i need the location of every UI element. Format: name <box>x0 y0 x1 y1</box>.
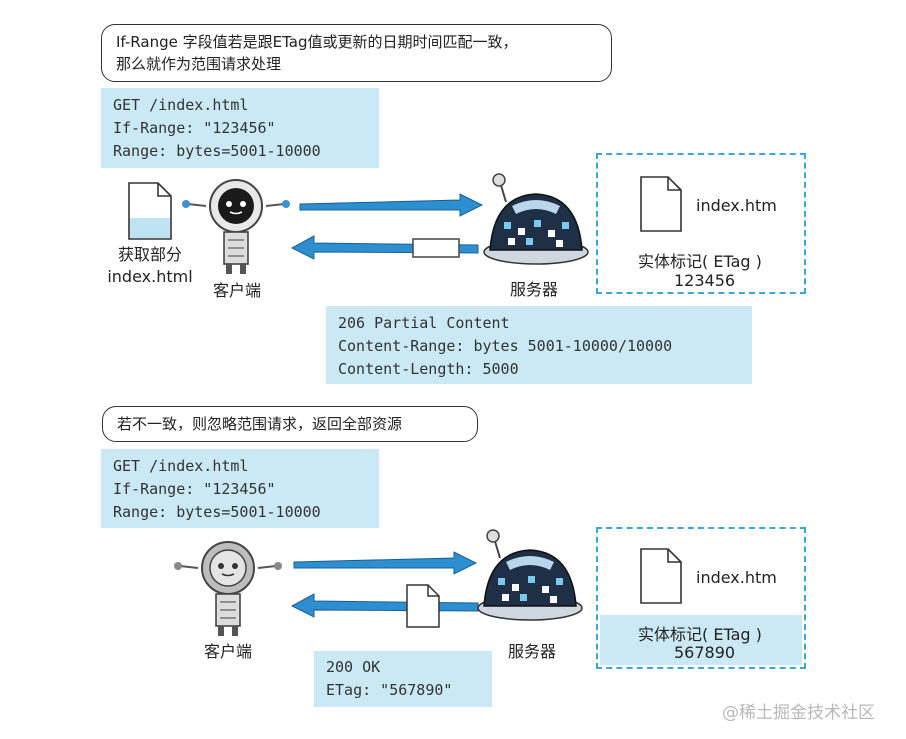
etag-highlight <box>600 615 802 665</box>
note-line: 若不一致，则忽略范围请求，返回全部资源 <box>117 415 403 433</box>
etag-label: 实体标记( ETag ) <box>638 252 762 271</box>
request-arrow <box>299 193 484 217</box>
server-label: 服务器 <box>510 280 559 299</box>
request-box-1: GET /index.html If-Range: "123456" Range… <box>101 88 379 168</box>
request-line: GET /index.html <box>113 457 249 475</box>
response-arrow <box>290 593 479 618</box>
request-line: Range: bytes=5001-10000 <box>113 503 321 521</box>
response-line: Content-Range: bytes 5001-10000/10000 <box>338 337 673 355</box>
partial-file-label-line: index.html <box>107 267 193 286</box>
file-icon <box>640 548 682 604</box>
request-arrow <box>293 551 478 575</box>
server-file-name: index.htm <box>696 196 777 215</box>
server-robot-icon <box>477 529 583 621</box>
request-box-2: GET /index.html If-Range: "123456" Range… <box>101 449 379 528</box>
etag-label: 实体标记( ETag ) <box>638 625 762 644</box>
partial-file-icon <box>128 182 172 240</box>
watermark: @稀土掘金技术社区 <box>722 703 875 723</box>
client-label: 客户端 <box>213 281 262 300</box>
note-bubble-range-match: If-Range 字段值若是跟ETag值或更新的日期时间匹配一致， 那么就作为范… <box>101 24 612 82</box>
server-robot-icon <box>483 173 589 265</box>
response-line: 206 Partial Content <box>338 314 510 332</box>
entity-box-2 <box>596 527 806 669</box>
etag-value: 567890 <box>674 643 736 662</box>
request-line: If-Range: "123456" <box>113 119 276 137</box>
response-line: Content-Length: 5000 <box>338 360 519 378</box>
note-line: If-Range 字段值若是跟ETag值或更新的日期时间匹配一致， <box>116 33 518 51</box>
client-robot-icon <box>182 179 290 274</box>
server-label: 服务器 <box>508 642 557 661</box>
request-line: If-Range: "123456" <box>113 480 276 498</box>
request-line: GET /index.html <box>113 96 249 114</box>
response-box-2: 200 OK ETag: "567890" <box>314 651 492 707</box>
note-line: 那么就作为范围请求处理 <box>116 55 282 73</box>
full-file-icon <box>406 584 440 628</box>
client-label: 客户端 <box>204 642 253 661</box>
request-line: Range: bytes=5001-10000 <box>113 142 321 160</box>
entity-box-1 <box>596 153 806 294</box>
response-box-1: 206 Partial Content Content-Range: bytes… <box>326 306 752 384</box>
server-file-name: index.htm <box>696 568 777 587</box>
partial-file-label: 获取部分 index.html <box>104 244 196 288</box>
client-robot-icon <box>174 541 282 636</box>
response-line: 200 OK <box>326 658 381 676</box>
response-line: ETag: "567890" <box>326 681 453 699</box>
etag-value: 123456 <box>674 271 736 290</box>
partial-file-label-line: 获取部分 <box>117 245 182 264</box>
file-icon <box>640 176 682 232</box>
note-bubble-range-mismatch: 若不一致，则忽略范围请求，返回全部资源 <box>102 406 478 442</box>
partial-content-icon <box>412 238 460 258</box>
